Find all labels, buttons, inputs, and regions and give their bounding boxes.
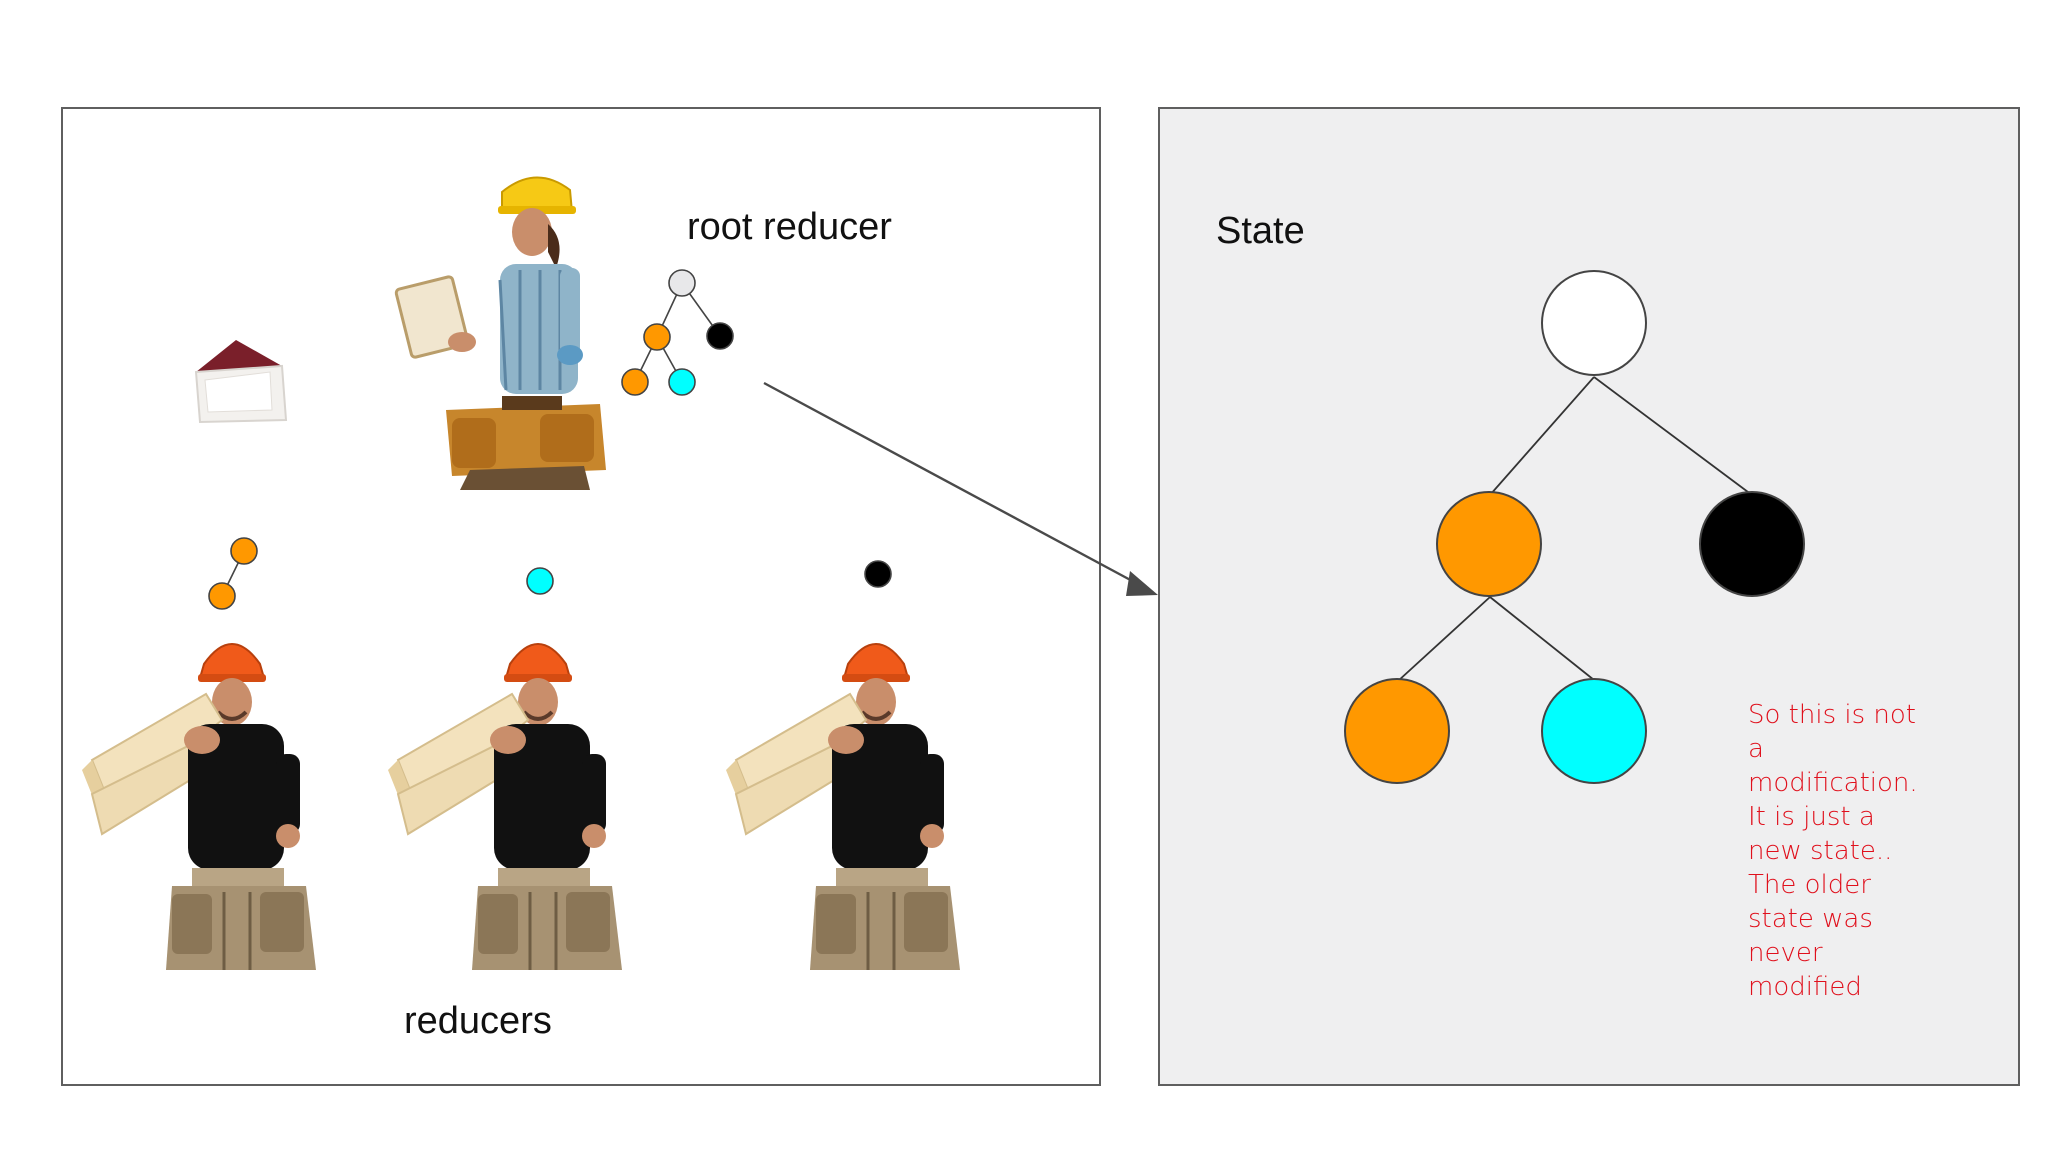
root-reducer-label: root reducer [687,206,892,248]
reducer-1-worker-illustration [80,642,318,972]
state-node-black [1699,491,1805,597]
note-line: a [1748,734,1764,764]
handwritten-note: So this is not a modification. It is jus… [1748,698,1958,1004]
note-line: never [1748,938,1823,968]
root-tree-node-cyan [668,368,696,396]
state-label: State [1216,210,1305,252]
reducer-3-node-black [864,560,892,588]
arrow-to-state [763,381,1158,596]
state-node-root [1541,270,1647,376]
root-reducer-mini-tree [621,269,734,396]
note-line: modified [1748,972,1862,1002]
note-line: new state.. [1748,836,1893,866]
note-line: modification. [1748,768,1918,798]
reducers-label: reducers [404,1000,552,1042]
state-node-orange-1 [1436,491,1542,597]
root-reducer-worker-illustration [394,176,606,490]
note-line: The older [1748,870,1871,900]
note-line: It is just a [1748,802,1875,832]
root-tree-node-orange-1 [643,323,671,351]
root-tree-node-black [706,322,734,350]
state-tree [1344,270,1805,784]
root-tree-node-root [668,269,696,297]
reducer-1-mini-tree [208,537,258,610]
note-line: So this is not [1748,700,1916,730]
reducer-3-worker-illustration [724,642,962,972]
state-node-orange-2 [1344,678,1450,784]
root-tree-node-orange-2 [621,368,649,396]
envelope-illustration [194,340,288,424]
reducer-2-worker-illustration [386,642,624,972]
state-panel [1158,107,2020,1086]
note-line: state was [1748,904,1873,934]
reducer-2-node-cyan [526,567,554,595]
state-node-cyan [1541,678,1647,784]
